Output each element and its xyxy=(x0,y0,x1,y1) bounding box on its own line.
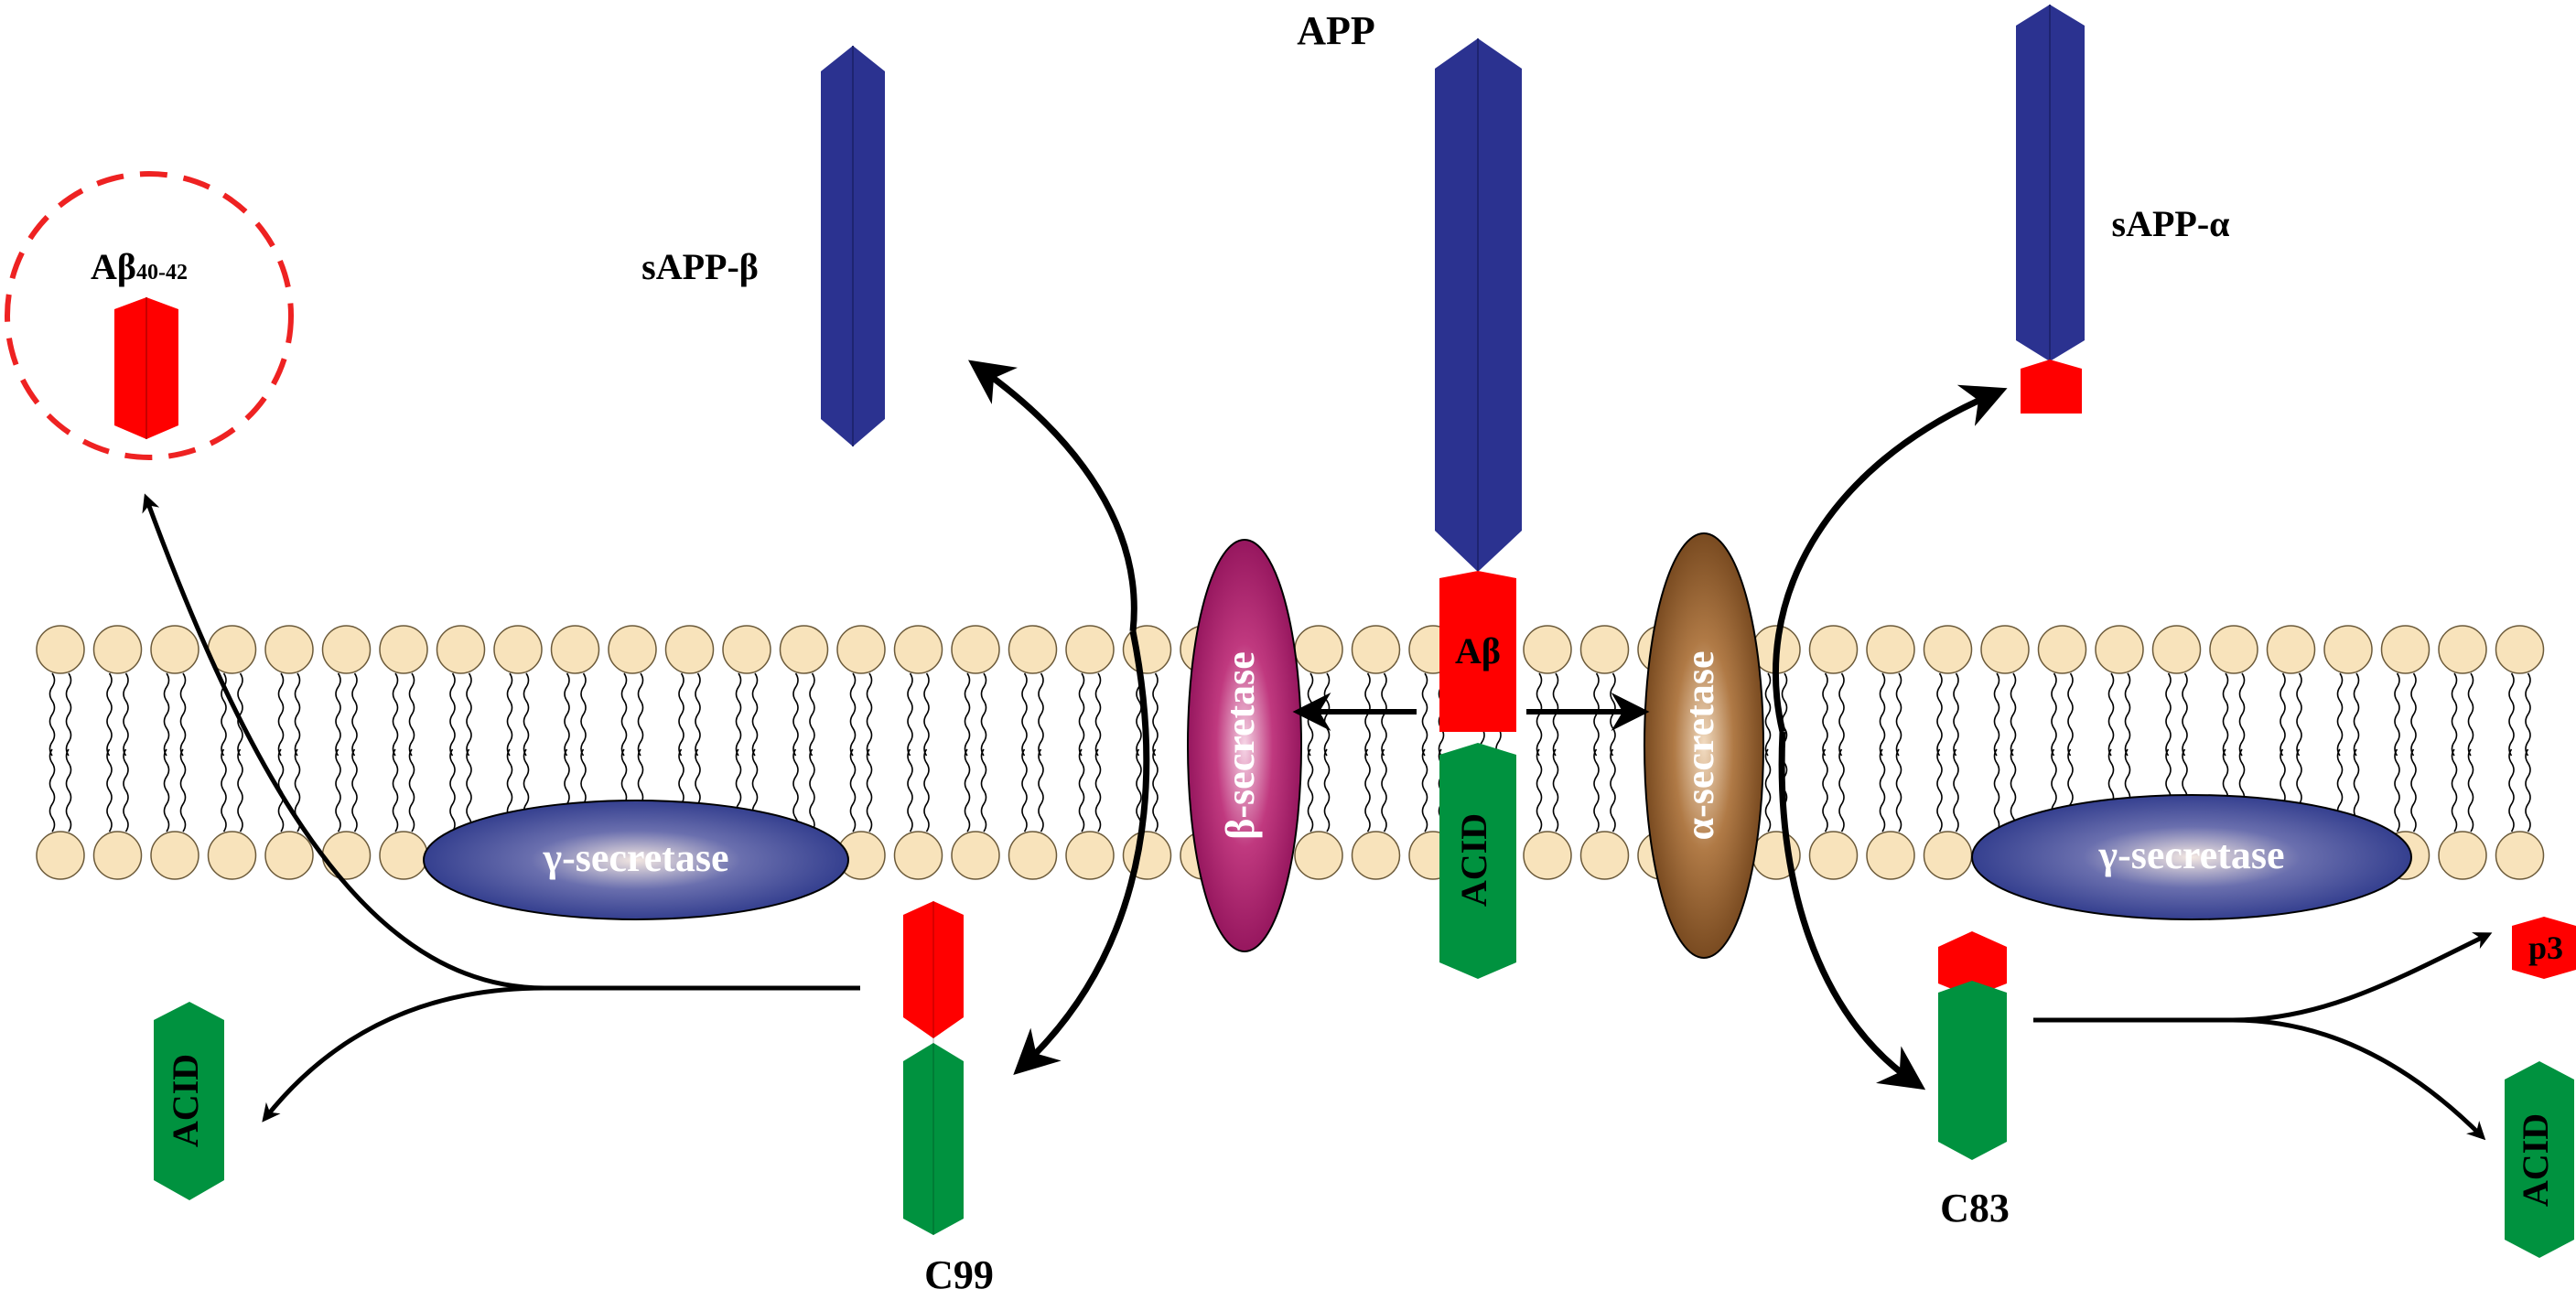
p3-label: p3 xyxy=(2528,929,2563,966)
arrow-to-acid-right xyxy=(2232,1017,2486,1141)
acid-right-fragment xyxy=(2505,1061,2574,1258)
c83-abeta-part xyxy=(1938,931,2007,997)
acid-left-fragment xyxy=(154,1002,224,1200)
c99-label: C99 xyxy=(924,1252,994,1297)
arrow-to-sapp-alpha xyxy=(1773,384,2008,733)
phospholipid xyxy=(2438,625,2487,880)
phospholipid xyxy=(1866,625,1915,880)
abeta-40-42-label: Aβ40-42 xyxy=(91,246,188,287)
alpha-secretase-enzyme xyxy=(1644,532,1764,959)
phospholipid xyxy=(321,625,372,880)
sapp-alpha-abeta-tip xyxy=(2021,360,2082,414)
phospholipid xyxy=(1923,625,1973,880)
c99-acid-part xyxy=(903,1043,964,1235)
app-protein xyxy=(1435,38,1522,979)
arrow-to-abeta-40-42 xyxy=(142,493,545,991)
phospholipid xyxy=(379,625,428,880)
abeta-dashed-circle xyxy=(5,171,294,460)
phospholipid xyxy=(951,625,1000,880)
beta-secretase-enzyme xyxy=(1187,539,1302,952)
phospholipid xyxy=(1008,625,1058,880)
alpha-secretase-label: α-secretase xyxy=(1677,651,1722,841)
phospholipid xyxy=(836,625,886,880)
phospholipid xyxy=(1523,625,1572,880)
acid-left-label: ACID xyxy=(165,1054,206,1147)
c99-abeta-part xyxy=(903,901,964,1038)
acid-right-label: ACID xyxy=(2515,1113,2556,1207)
phospholipid xyxy=(92,625,143,880)
c83-label: C83 xyxy=(1940,1186,2010,1230)
phospholipid xyxy=(1065,625,1115,880)
phospholipid xyxy=(36,625,85,880)
c83-acid-part xyxy=(1938,981,2007,1160)
phospholipid xyxy=(1351,625,1401,880)
app-abeta-domain xyxy=(1439,571,1516,732)
app-label: APP xyxy=(1297,8,1375,53)
app-acid-label: ACID xyxy=(1453,813,1494,907)
arrow-to-p3 xyxy=(2232,932,2493,1023)
app-abeta-label: Aβ xyxy=(1455,630,1501,671)
sapp-alpha-label: sAPP-α xyxy=(2112,203,2230,244)
phospholipid xyxy=(893,625,943,880)
arrow-to-acid-left xyxy=(262,985,545,1123)
app-acid-domain xyxy=(1439,743,1516,979)
beta-secretase-label: β-secretase xyxy=(1218,651,1263,840)
arrow-to-c83 xyxy=(1778,731,1926,1090)
phospholipid xyxy=(2495,625,2545,880)
sapp-beta-label: sAPP-β xyxy=(641,246,759,287)
gamma-secretase-right-enzyme xyxy=(1971,794,2412,920)
phospholipid xyxy=(150,625,199,880)
p3-fragment xyxy=(2512,917,2576,979)
gamma-secretase-left-label: γ-secretase xyxy=(543,835,729,880)
phospholipid xyxy=(1808,625,1859,880)
gamma-secretase-left-enzyme xyxy=(423,800,849,920)
arrow-to-c99 xyxy=(1013,630,1150,1076)
gamma-secretase-right-label: γ-secretase xyxy=(2098,833,2285,877)
phospholipid xyxy=(264,625,314,880)
phospholipid xyxy=(1579,625,1630,880)
arrow-to-sapp-beta xyxy=(968,360,1137,632)
